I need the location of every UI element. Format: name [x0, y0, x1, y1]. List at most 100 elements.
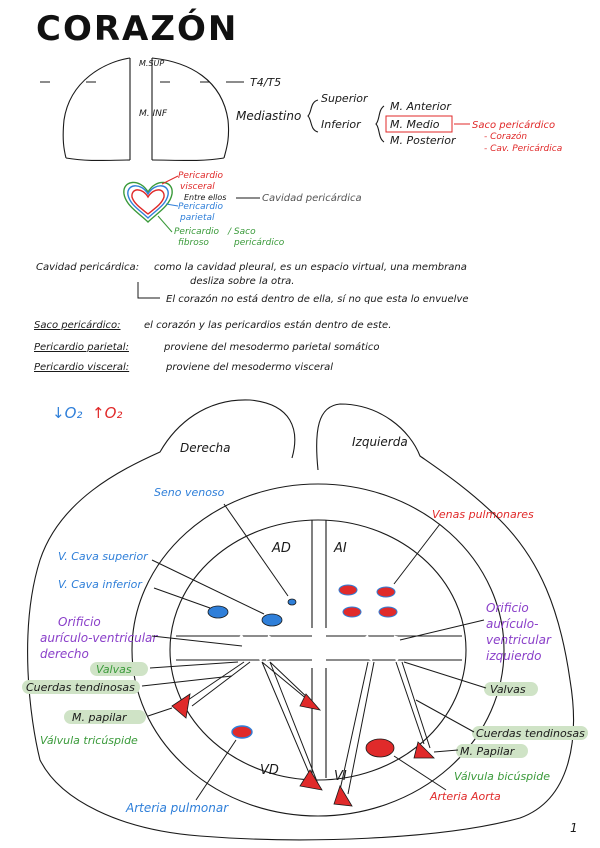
left-av-wall [176, 635, 312, 661]
ad-label: AD [271, 541, 291, 556]
orificio-izquierdo-label-1: Orificio [486, 601, 529, 615]
right-chordae [187, 661, 319, 785]
orificio-derecho-pointer [151, 635, 243, 647]
m-medio-box [385, 115, 453, 133]
valvas-right-highlight [484, 682, 538, 696]
derecha-label: Derecha [180, 441, 231, 455]
papillary-muscle-right-3 [299, 769, 323, 791]
low-oxygen-legend: ↓O₂ [52, 404, 82, 422]
bicuspide-label: Válvula bicúspide [454, 770, 550, 783]
papillary-muscle-left-2 [413, 741, 435, 759]
ai-label: AI [333, 541, 347, 556]
left-av-orifice [238, 634, 272, 662]
saco-note-head: Saco pericárdico: [34, 319, 121, 331]
venas-pulmonares-label: Venas pulmonares [432, 508, 534, 521]
entre-ellos-label: Entre ellos [184, 193, 226, 202]
parietal-note-text: proviene del mesodermo parietal somático [163, 341, 379, 353]
arteria-aorta-opening [365, 738, 395, 758]
visceral-pointer [161, 175, 179, 185]
mpapilar-left-highlight [64, 710, 146, 724]
msup-label: M.SUP [139, 59, 164, 68]
tricuspide-label: Válvula tricúspide [40, 734, 138, 747]
cavidad-note-line-1: como la cavidad pleural, es un espacio v… [154, 262, 467, 273]
orificio-derecho-label-1: Orificio [58, 615, 101, 629]
seno-venoso-pointer [223, 503, 289, 597]
fibroso-pointer [157, 215, 173, 233]
page-title: CORAZÓN [36, 8, 238, 49]
aorta-label: Arteria Aorta [429, 790, 501, 803]
page-number: 1 [570, 821, 578, 835]
arteria-pulmonar-opening [231, 725, 253, 739]
vena-cava-inferior-opening [261, 613, 283, 627]
cavidad-note-arrow [137, 282, 160, 299]
saco-note-text: el corazón y las pericardios están dentr… [144, 319, 391, 331]
lower-septum [311, 668, 327, 778]
visceral-label-2: visceral [180, 182, 215, 192]
heart-diagram [27, 399, 575, 841]
fibroso-label-2: fibroso [178, 238, 209, 248]
vena-cava-inferior-label: V. Cava inferior [58, 578, 143, 591]
orificio-derecho-label-2: aurículo-ventricular [40, 631, 158, 645]
orificio-izquierdo-label-4: izquierdo [486, 649, 541, 663]
parietal-pointer [165, 203, 179, 207]
orificio-izquierdo-label-3: ventricular [486, 633, 552, 647]
cuerdas-right-label: Cuerdas tendinosas [476, 727, 585, 740]
cavidad-pericardica-label: Cavidad pericárdica [262, 192, 362, 204]
heart-layers-icon [123, 181, 173, 223]
m-anterior-label: M. Anterior [390, 100, 452, 113]
mediastinum-sketch [40, 57, 244, 162]
corazon-label: - Corazón [484, 131, 527, 142]
pulmonar-label: Arteria pulmonar [125, 801, 229, 815]
inferior-brace [375, 105, 385, 143]
vi-label: VI [334, 769, 347, 784]
level-label: T4/T5 [250, 76, 281, 89]
parietal-label-2: parietal [179, 213, 215, 223]
mpapilar-right-pointer [433, 749, 459, 753]
inferior-label: Inferior [321, 118, 362, 131]
vena-cava-inferior-pointer [153, 587, 211, 609]
seno-venoso-label: Seno venoso [154, 486, 225, 499]
valvas-right-pointer [403, 661, 487, 689]
cuerdas-right-highlight [472, 726, 588, 740]
valvas-right-label: Valvas [490, 683, 526, 696]
cuerdas-left-pointer [141, 675, 233, 687]
outer-embryo-outline [27, 399, 575, 841]
cuerdas-left-label: Cuerdas tendinosas [26, 681, 135, 694]
minf-label: M. INF [139, 109, 168, 119]
papillary-muscle-left-1 [333, 785, 353, 807]
vena-pulmonar-3 [342, 606, 362, 618]
fibroso-label-1: Pericardio [174, 227, 220, 237]
cavidad-note-line-3: El corazón no está dentro de ella, sí no… [166, 293, 469, 305]
cuerdas-right-pointer [415, 699, 475, 733]
outer-heart-ring [131, 483, 505, 817]
papillary-muscle-right-2 [299, 693, 322, 711]
orificio-izquierdo-label-2: aurículo- [486, 617, 538, 631]
vena-pulmonar-1 [338, 584, 358, 596]
mediastino-brace [307, 99, 319, 133]
m-posterior-label: M. Posterior [390, 134, 457, 147]
saco-label-1: / Saco [227, 227, 256, 237]
pulmonar-pointer [195, 739, 237, 801]
orificio-izquierdo-pointer [399, 619, 485, 641]
izquierda-label: Izquierda [352, 435, 408, 449]
mpapilar-right-label: M. Papilar [460, 745, 516, 758]
cavidad-note-head: Cavidad pericárdica: [36, 261, 139, 273]
cavidad-note-line-2: desliza sobre la otra. [190, 276, 294, 287]
vena-cava-superior-label: V. Cava superior [58, 550, 149, 563]
vena-cava-superior-opening [207, 605, 229, 619]
visceral-note-head: Pericardio visceral: [34, 362, 129, 373]
visceral-label-1: Pericardio [178, 171, 224, 181]
aorta-pointer [393, 755, 447, 791]
cuerdas-left-highlight [22, 680, 140, 694]
visceral-note-text: proviene del mesodermo visceral [165, 362, 333, 373]
parietal-note-head: Pericardio parietal: [34, 342, 129, 353]
upper-septum [311, 520, 327, 628]
vena-cava-superior-pointer [151, 559, 265, 615]
seno-venoso-opening [287, 598, 297, 606]
vena-pulmonar-4 [378, 606, 398, 618]
parietal-label-1: Pericardio [178, 202, 224, 212]
high-oxygen-legend: ↑O₂ [92, 404, 122, 422]
superior-label: Superior [321, 92, 369, 105]
cav-pericardica-label: - Cav. Pericárdica [484, 144, 562, 154]
orificio-derecho-label-3: derecho [40, 647, 89, 661]
